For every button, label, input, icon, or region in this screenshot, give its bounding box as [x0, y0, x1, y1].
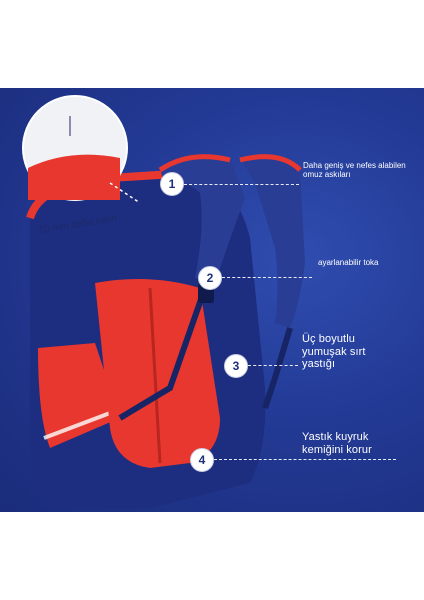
callout-line-4	[214, 459, 396, 460]
marker-3: 3	[224, 354, 248, 378]
marker-2: 2	[198, 266, 222, 290]
callout-2-text: ayarlanabilir toka	[318, 258, 379, 267]
reflective-strip	[43, 408, 119, 440]
marker-4: 4	[190, 448, 214, 472]
callout-3-line-3: yastığı	[302, 358, 336, 371]
callout-1-text: Daha geniş ve nefes alabilen omuz askıla…	[303, 161, 406, 180]
left-strap	[160, 154, 245, 283]
right-strap	[240, 154, 305, 328]
callout-line-2	[222, 277, 312, 278]
callout-line-1	[184, 184, 299, 185]
product-photo: 10 mm daha kalın 1 Daha geniş ve nefes a…	[0, 88, 424, 512]
webbing-strap-right	[262, 327, 293, 409]
backpack-illustration	[22, 95, 305, 508]
zoom-red-edge	[28, 154, 120, 200]
padding-seam	[148, 287, 162, 464]
strap-trim	[158, 154, 231, 173]
callout-4-line-2: kemiğini korur	[302, 443, 372, 456]
marker-1: 1	[160, 172, 184, 196]
callout-4-line-1: Yastık kuyruk	[302, 431, 369, 443]
callout-line-3	[248, 365, 298, 366]
zoom-pointer	[109, 182, 141, 204]
callout-4-text: Yastık kuyruk kemiğini korur	[302, 431, 372, 456]
strap-trim-right	[239, 154, 302, 172]
side-pocket	[38, 343, 120, 448]
callout-3-line-2: yumuşak sırt	[302, 345, 366, 358]
callout-3-line-1: Üç boyutlu	[302, 333, 355, 345]
webbing-strap	[118, 287, 208, 421]
callout-3-text: Üç boyutlu yumuşak sırt yastığı	[302, 333, 366, 371]
